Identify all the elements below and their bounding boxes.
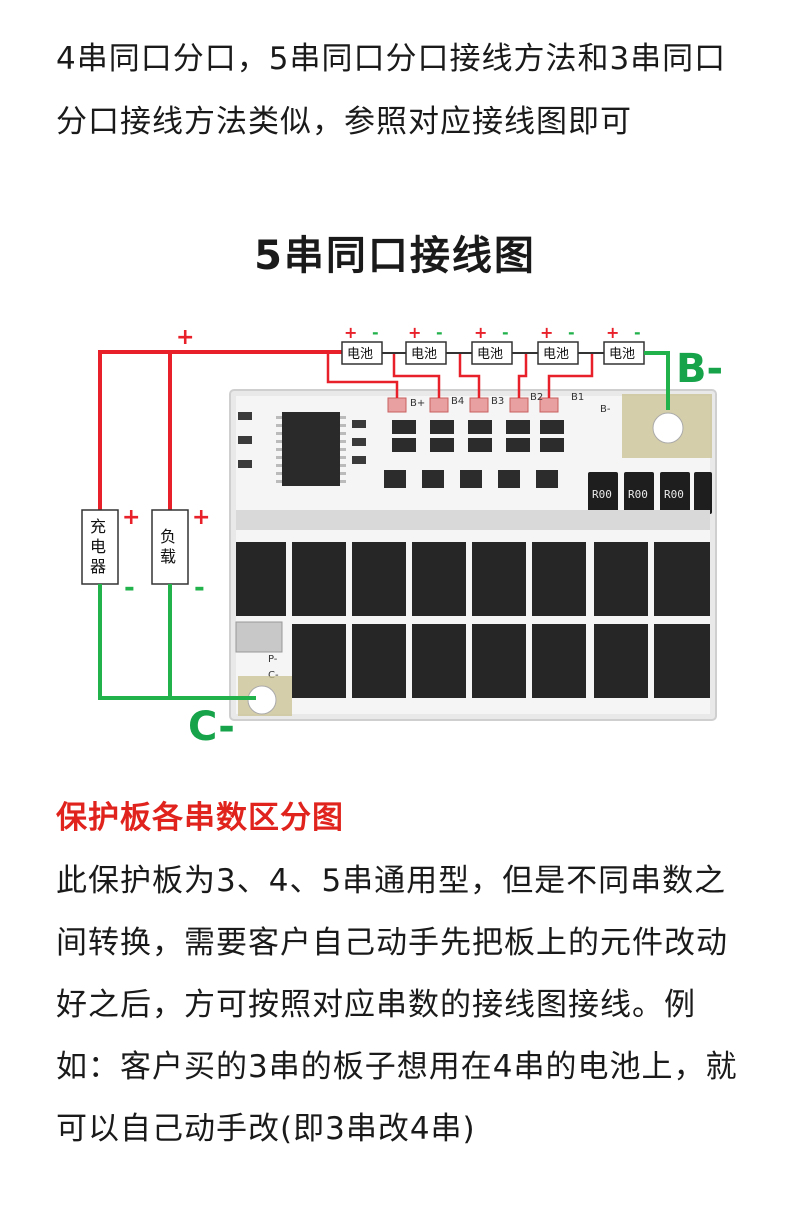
battery-cells: 电池 电池 电池 电池 电池 + - + - [341, 323, 645, 365]
cell-plus: + [606, 323, 619, 342]
cell-label: 电池 [477, 347, 503, 362]
pad-label-b2: B2 [530, 392, 543, 403]
charger-minus: - [124, 573, 135, 603]
cell-plus: + [408, 323, 421, 342]
pad-label-b1: B1 [571, 392, 584, 403]
positive-wires [98, 350, 342, 510]
section-heading: 保护板各串数区分图 [56, 800, 344, 836]
cell-minus: - [634, 323, 641, 342]
load-label: 负 [160, 527, 176, 546]
cell-minus: - [372, 323, 379, 342]
charger: 充 电 器 + - [81, 505, 140, 603]
cell-minus: - [502, 323, 509, 342]
cell-label: 电池 [411, 347, 437, 362]
mosfet-row-top [236, 542, 710, 616]
b-minus-label: B- [676, 346, 723, 392]
pad-label-b-plus: B+ [410, 398, 425, 409]
b-minus-wire [644, 351, 670, 410]
ic-chip [282, 412, 340, 486]
resistor-code: R00 [628, 488, 648, 501]
charger-plus: + [122, 505, 140, 530]
balance-leads [326, 354, 594, 398]
wiring-diagram: B+ B4 B3 B2 B1 B- P- C- [81, 323, 723, 750]
protection-board: B+ B4 B3 B2 B1 B- P- C- [229, 389, 717, 721]
cell-plus: + [474, 323, 487, 342]
pad-label-b3: B3 [491, 396, 504, 407]
load: 负 载 + - [151, 505, 210, 603]
cell-plus: + [344, 323, 357, 342]
charger-label: 充 [90, 517, 106, 536]
charger-label: 器 [90, 557, 106, 576]
resistor-code: R00 [664, 488, 684, 501]
charger-label: 电 [90, 537, 106, 556]
pad-label-b-minus: B- [600, 404, 611, 415]
section-body: 此保护板为3、4、5串通用型，但是不同串数之间转换，需要客户自己动手先把板上的元… [56, 863, 738, 1147]
resistor-code: R00 [592, 488, 612, 501]
cell-label: 电池 [347, 347, 373, 362]
pad-label-p: P- [268, 654, 278, 665]
c-minus-wires [98, 584, 256, 700]
cell-plus: + [540, 323, 553, 342]
cell-1: 电池 [341, 341, 383, 365]
cell-label: 电池 [543, 347, 569, 362]
cell-2: 电池 [405, 341, 447, 365]
cell-3: 电池 [471, 341, 513, 365]
cell-4: 电池 [537, 341, 579, 365]
diagram-title: 5串同口接线图 [254, 233, 536, 279]
cell-minus: - [568, 323, 575, 342]
cell-5: 电池 [603, 341, 645, 365]
top-plus-sign: + [176, 325, 194, 350]
c-minus-label: C- [188, 704, 235, 750]
load-minus: - [194, 573, 205, 603]
intro-paragraph: 4串同口分口，5串同口分口接线方法和3串同口分口接线方法类似，参照对应接线图即可 [56, 41, 727, 140]
cell-minus: - [436, 323, 443, 342]
load-plus: + [192, 505, 210, 530]
cell-label: 电池 [609, 347, 635, 362]
pad-label-b4: B4 [451, 396, 464, 407]
mosfet-row-bottom [292, 624, 710, 698]
pad-label-c: C- [268, 670, 279, 681]
load-label: 载 [160, 547, 176, 566]
